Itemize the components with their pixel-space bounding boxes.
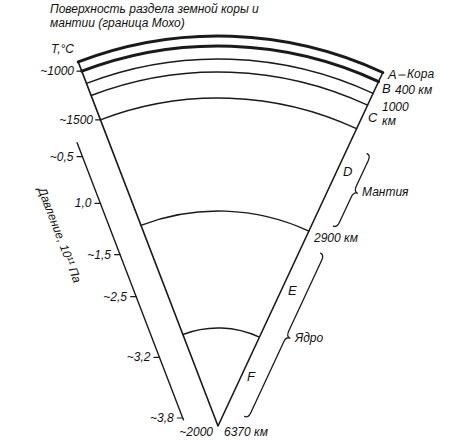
layer-arc — [91, 72, 368, 105]
temperature-ticks — [77, 71, 100, 120]
layer-letter: E — [288, 283, 297, 298]
pressure-ticks — [77, 157, 183, 418]
pressure-value: ~1,5 — [87, 248, 111, 262]
inner-core-arc — [183, 328, 260, 337]
pressure-value: ~2,5 — [103, 290, 127, 304]
depth-value: 2900 км — [314, 231, 358, 245]
surface-arc — [78, 36, 383, 73]
temperature-value: ~1000 — [40, 64, 74, 78]
pressure-value: ~0,5 — [50, 150, 74, 164]
crust-dash — [399, 74, 405, 75]
pressure-value: 1,0 — [75, 196, 92, 210]
radius-lines — [78, 62, 383, 426]
moho-arc — [82, 46, 379, 82]
depth-value: 6370 км — [224, 425, 268, 439]
core-arc — [141, 211, 309, 231]
layer-letter: C — [368, 110, 377, 125]
depth-value: 400 км — [395, 83, 432, 97]
pressure-value: ~3,8 — [150, 411, 174, 425]
temperature-value: ~1500 — [59, 113, 93, 127]
axis-title: T,°C — [51, 42, 74, 56]
layer-letter: A — [388, 67, 397, 82]
layer-letter: D — [343, 164, 352, 179]
temperature-value: ~2000 — [179, 425, 213, 439]
core-brace — [245, 253, 323, 417]
layer-name: Кора — [407, 67, 434, 81]
boundary-note: Поверхность раздела земной коры и мантии… — [50, 2, 280, 30]
pressure-axis — [77, 143, 183, 420]
layer-name: Ядро — [295, 331, 323, 345]
depth-value: 1000 км — [382, 100, 412, 128]
pressure-value: ~3,2 — [127, 350, 151, 364]
layer-name: Мантия — [362, 185, 409, 199]
layer-letter: B — [382, 81, 391, 96]
layer-arc — [100, 98, 356, 129]
layer-letter: F — [247, 369, 255, 384]
layer-arc — [87, 59, 374, 93]
